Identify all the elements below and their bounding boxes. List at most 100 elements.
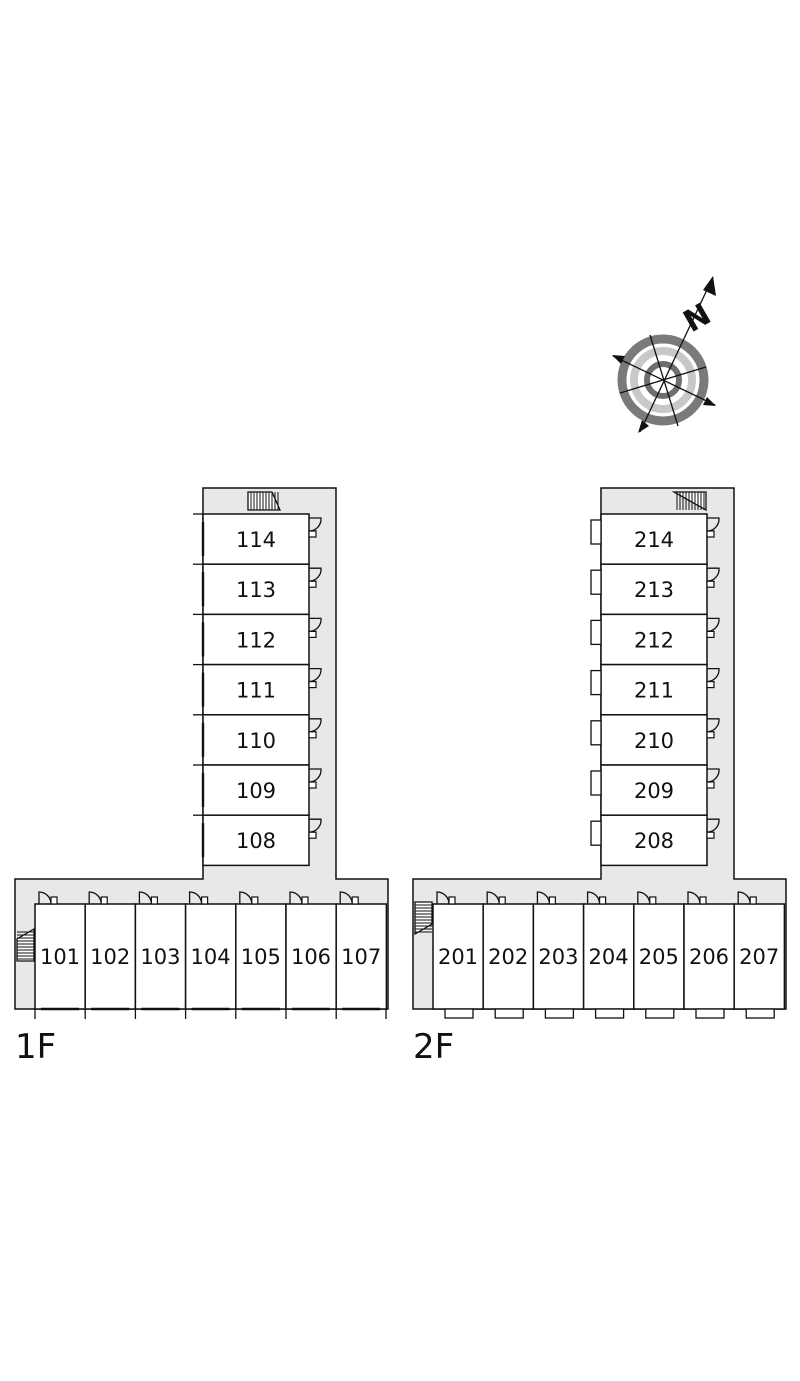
door-icon — [38, 891, 58, 905]
balcony — [590, 820, 602, 846]
unit-107: 107 — [335, 891, 388, 1019]
door-icon — [289, 891, 309, 905]
unit-112: 112 — [193, 613, 322, 666]
unit-110: 110 — [193, 714, 322, 766]
door-icon — [486, 891, 506, 905]
unit-111: 111 — [193, 663, 322, 716]
unit-209: 209 — [590, 764, 720, 816]
unit-label: 110 — [236, 729, 276, 753]
unit-label: 209 — [634, 779, 674, 803]
unit-113: 113 — [193, 563, 322, 616]
unit-213: 213 — [590, 563, 720, 616]
unit-label: 109 — [236, 779, 276, 803]
unit-210: 210 — [590, 714, 720, 766]
balcony — [645, 1008, 675, 1019]
unit-label: 111 — [236, 679, 276, 703]
unit-label: 102 — [90, 945, 130, 969]
unit-106: 106 — [285, 891, 337, 1019]
stairs-icon — [414, 901, 433, 936]
door-icon — [239, 891, 259, 905]
compass-inner-ring — [630, 347, 696, 413]
compass-spokes — [612, 276, 716, 433]
unit-label: 106 — [291, 945, 331, 969]
compass-rose-icon: N — [612, 276, 717, 433]
door-icon — [308, 667, 322, 689]
door-icon — [536, 891, 557, 905]
door-icon — [308, 617, 322, 639]
balcony — [590, 569, 602, 595]
compass-west-arrow-icon — [612, 355, 625, 364]
door-icon — [188, 891, 209, 905]
unit-label: 108 — [236, 829, 276, 853]
unit-label: 207 — [739, 945, 779, 969]
unit-109: 109 — [193, 764, 322, 816]
door-icon — [339, 891, 359, 905]
stairs-icon — [671, 491, 707, 512]
door-icon — [706, 818, 720, 839]
unit-205: 205 — [633, 891, 685, 1019]
stairs-icon — [16, 927, 35, 962]
balcony — [544, 1008, 575, 1019]
compass-south-arrow-icon — [638, 420, 649, 433]
unit-label: 211 — [634, 679, 674, 703]
door-icon — [138, 891, 158, 905]
compass-east-arrow-icon — [703, 397, 716, 406]
unit-label: 212 — [634, 628, 674, 652]
unit-label: 103 — [140, 945, 180, 969]
unit-label: 113 — [236, 578, 276, 602]
stairs-icon — [247, 491, 282, 511]
balcony — [590, 519, 602, 545]
balcony — [745, 1008, 775, 1019]
unit-103: 103 — [134, 891, 187, 1019]
unit-211: 211 — [590, 663, 720, 716]
door-icon — [308, 567, 322, 588]
unit-105: 105 — [235, 891, 287, 1019]
compass-north-arrow-icon — [703, 276, 716, 296]
unit-label: 205 — [639, 945, 679, 969]
door-icon — [586, 891, 607, 905]
balcony — [594, 1008, 625, 1019]
unit-102: 102 — [84, 891, 137, 1019]
compass-outer-ring — [617, 334, 709, 426]
door-icon — [737, 891, 757, 905]
unit-label: 112 — [236, 628, 276, 652]
unit-label: 210 — [634, 729, 674, 753]
unit-212: 212 — [590, 613, 720, 666]
unit-101: 101 — [34, 891, 86, 1019]
door-icon — [706, 567, 720, 588]
balcony — [590, 770, 602, 796]
door-icon — [308, 517, 322, 538]
unit-207: 207 — [733, 891, 786, 1019]
balcony — [444, 1008, 474, 1019]
door-icon — [706, 517, 720, 538]
door-icon — [88, 891, 108, 905]
door-icon — [706, 617, 720, 639]
unit-201: 201 — [432, 891, 484, 1019]
unit-204: 204 — [582, 891, 635, 1019]
compass-center-ring — [644, 361, 682, 399]
floor-label: 2F — [413, 1027, 454, 1067]
unit-104: 104 — [184, 891, 237, 1019]
unit-label: 202 — [488, 945, 528, 969]
unit-114: 114 — [193, 513, 322, 565]
balcony — [590, 720, 602, 746]
unit-208: 208 — [590, 814, 720, 867]
floor-label: 1F — [15, 1027, 56, 1067]
unit-206: 206 — [683, 891, 735, 1019]
door-icon — [308, 718, 322, 739]
door-icon — [436, 891, 456, 905]
door-icon — [706, 667, 720, 689]
door-icon — [308, 768, 322, 789]
door-icon — [308, 818, 322, 839]
unit-label: 114 — [236, 528, 276, 552]
door-icon — [637, 891, 657, 905]
unit-label: 105 — [241, 945, 281, 969]
unit-label: 206 — [689, 945, 729, 969]
unit-214: 214 — [590, 513, 720, 565]
unit-label: 101 — [40, 945, 80, 969]
unit-label: 104 — [191, 945, 231, 969]
door-icon — [706, 718, 720, 739]
unit-202: 202 — [482, 891, 535, 1019]
